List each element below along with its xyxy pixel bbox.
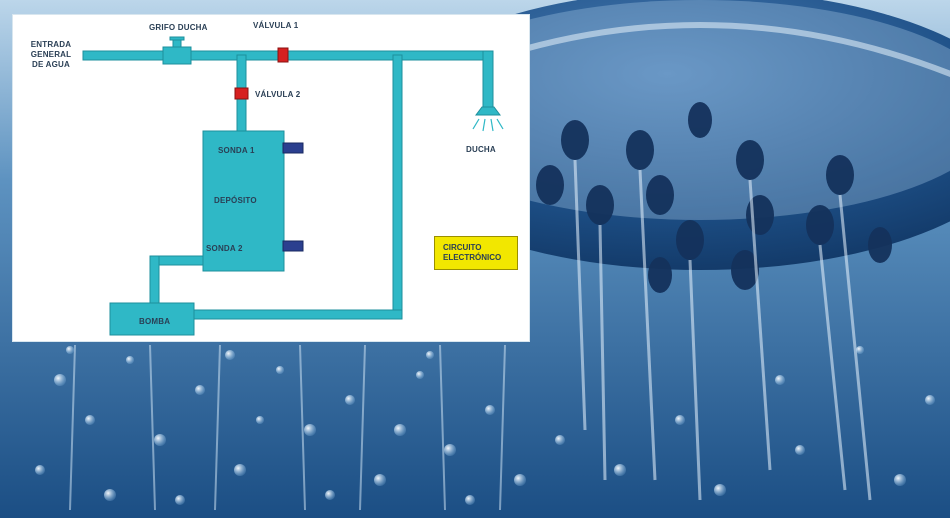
sensor-1 bbox=[282, 142, 304, 154]
shower-tap bbox=[162, 36, 192, 65]
label-entrada-general-de-agua: ENTRADA GENERAL DE AGUA bbox=[30, 40, 72, 69]
label-sonda-1: SONDA 1 bbox=[218, 146, 255, 155]
diagram-panel: ENTRADA GENERAL DE AGUA GRIFO DUCHA VÁLV… bbox=[13, 15, 529, 341]
pump bbox=[109, 302, 195, 336]
shower-pipe bbox=[482, 50, 494, 110]
valve-1 bbox=[277, 47, 289, 63]
label-ducha: DUCHA bbox=[466, 145, 496, 154]
label-grifo-ducha: GRIFO DUCHA bbox=[149, 23, 208, 32]
shower-water-icon bbox=[472, 118, 504, 132]
tank-outlet-pipe-vertical bbox=[149, 255, 160, 307]
return-pipe-horizontal bbox=[188, 309, 403, 320]
label-valvula-1: VÁLVULA 1 bbox=[253, 21, 299, 30]
label-circuito-electronico: CIRCUITO ELECTRÓNICO bbox=[443, 243, 502, 262]
water-circuit-diagram bbox=[82, 36, 504, 336]
electronic-circuit-box: CIRCUITO ELECTRÓNICO bbox=[434, 236, 518, 270]
sensor-2 bbox=[282, 240, 304, 252]
label-bomba: BOMBA bbox=[139, 317, 171, 326]
tank bbox=[202, 130, 285, 272]
valve-2 bbox=[234, 87, 249, 100]
label-sonda-2: SONDA 2 bbox=[206, 244, 243, 253]
shower-head bbox=[475, 106, 501, 116]
label-valvula-2: VÁLVULA 2 bbox=[255, 90, 301, 99]
return-pipe-vertical bbox=[392, 54, 403, 319]
label-deposito: DEPÓSITO bbox=[214, 196, 257, 205]
